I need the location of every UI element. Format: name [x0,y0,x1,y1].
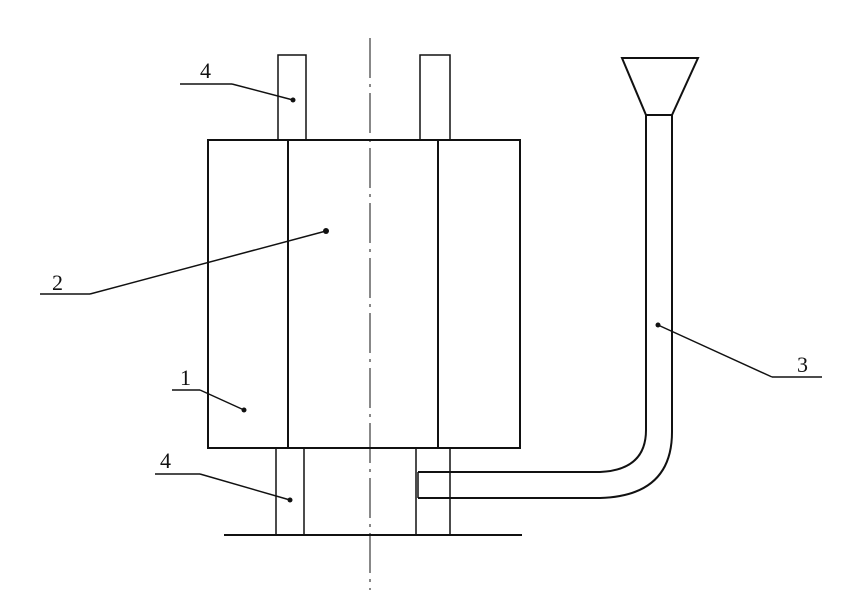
label-porous-bottom: 4 [160,448,171,473]
label-body: 1 [180,365,191,390]
leader-lines [40,83,822,503]
body-block [207,139,521,449]
label-feed-tube: 3 [797,352,808,377]
label-porous-top: 4 [200,58,211,83]
label-bore: 2 [52,270,63,295]
funnel [620,57,700,116]
porous-ring-bottom [275,447,451,536]
feed-tube [417,57,700,499]
porous-ring-top [277,54,451,141]
central-bore [288,140,438,448]
